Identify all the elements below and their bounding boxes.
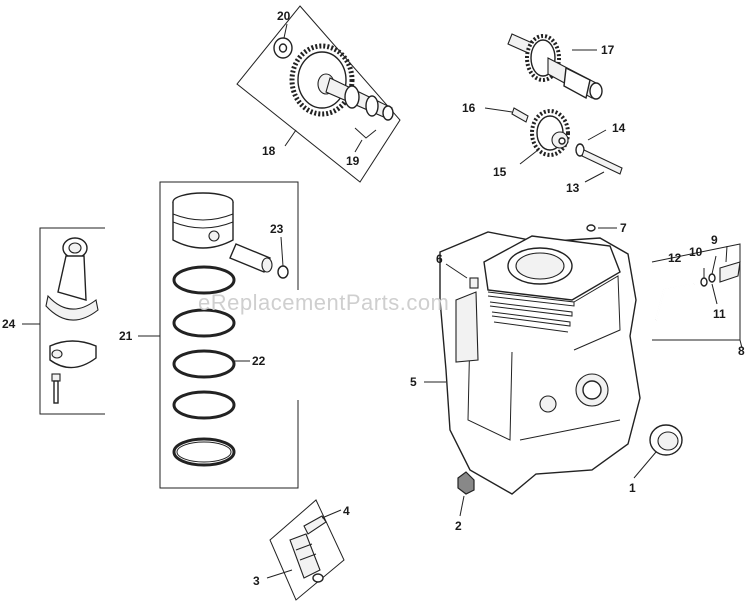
- connecting-rod-bolt[interactable]: [51, 373, 61, 404]
- callout-2: 2: [455, 519, 462, 533]
- dipstick-group: [651, 243, 741, 341]
- watermark: eReplacementParts.com: [198, 290, 449, 315]
- camshaft-group: [236, 5, 401, 183]
- piston-pin-retainer[interactable]: [277, 265, 289, 279]
- callout-4: 4: [343, 504, 350, 518]
- callout-11: 11: [713, 307, 726, 321]
- camshaft[interactable]: [289, 43, 394, 121]
- connecting-rod-group: [39, 227, 105, 415]
- sensor-clip[interactable]: [303, 515, 327, 535]
- callout-6: 6: [436, 252, 443, 266]
- callout-19: 19: [346, 154, 360, 168]
- cam-washer[interactable]: [273, 37, 293, 59]
- callout-1: 1: [629, 481, 636, 495]
- callout-20: 20: [277, 9, 291, 23]
- callouts: 1 2 3 4 5 6 7 8 9 10 11 12 13 14 15 16 1…: [2, 9, 745, 588]
- piston[interactable]: [172, 192, 234, 249]
- governor-shaft[interactable]: [581, 149, 623, 175]
- callout-12: 12: [668, 251, 682, 265]
- governor-screw[interactable]: [511, 107, 529, 123]
- connecting-rod-frame: [39, 227, 105, 415]
- dipstick[interactable]: [719, 261, 741, 283]
- callout-14: 14: [612, 121, 626, 135]
- drain-plug[interactable]: [457, 471, 475, 495]
- oil-sensor-frame: [269, 499, 345, 601]
- camshaft-group-frame: [236, 5, 401, 183]
- dipstick-frame: [651, 243, 741, 341]
- callout-13: 13: [566, 181, 580, 195]
- callout-5: 5: [410, 375, 417, 389]
- callout-24: 24: [2, 317, 16, 331]
- breather-plug[interactable]: [586, 224, 596, 232]
- callout-8: 8: [738, 344, 745, 358]
- balance-shaft-gear[interactable]: [507, 33, 603, 100]
- oil-sensor[interactable]: [289, 533, 324, 583]
- callout-15: 15: [493, 165, 507, 179]
- connecting-rod[interactable]: [45, 237, 99, 321]
- gear-group: [507, 33, 623, 175]
- callout-16: 16: [462, 101, 476, 115]
- crankcase[interactable]: [439, 231, 641, 495]
- callout-17: 17: [601, 43, 615, 57]
- cam-pin[interactable]: [354, 127, 377, 139]
- dowel-pin[interactable]: [469, 277, 479, 289]
- oil-sensor-group: [269, 499, 345, 601]
- piston-rings[interactable]: [172, 265, 236, 467]
- callout-22: 22: [252, 354, 266, 368]
- dipstick-seal[interactable]: [708, 273, 716, 283]
- leader-lines: [22, 23, 743, 579]
- piston-group: [159, 181, 299, 489]
- piston-pin[interactable]: [229, 243, 273, 273]
- oil-seal[interactable]: [649, 424, 683, 456]
- callout-18: 18: [262, 144, 276, 158]
- connecting-rod-cap[interactable]: [49, 340, 97, 369]
- callout-23: 23: [270, 222, 284, 236]
- callout-7: 7: [620, 221, 627, 235]
- callout-9: 9: [711, 233, 718, 247]
- dipstick-o-ring[interactable]: [700, 277, 708, 287]
- callout-3: 3: [253, 574, 260, 588]
- piston-group-frame: [159, 181, 299, 489]
- callout-10: 10: [689, 245, 703, 259]
- callout-21: 21: [119, 329, 133, 343]
- governor-gear[interactable]: [530, 109, 570, 157]
